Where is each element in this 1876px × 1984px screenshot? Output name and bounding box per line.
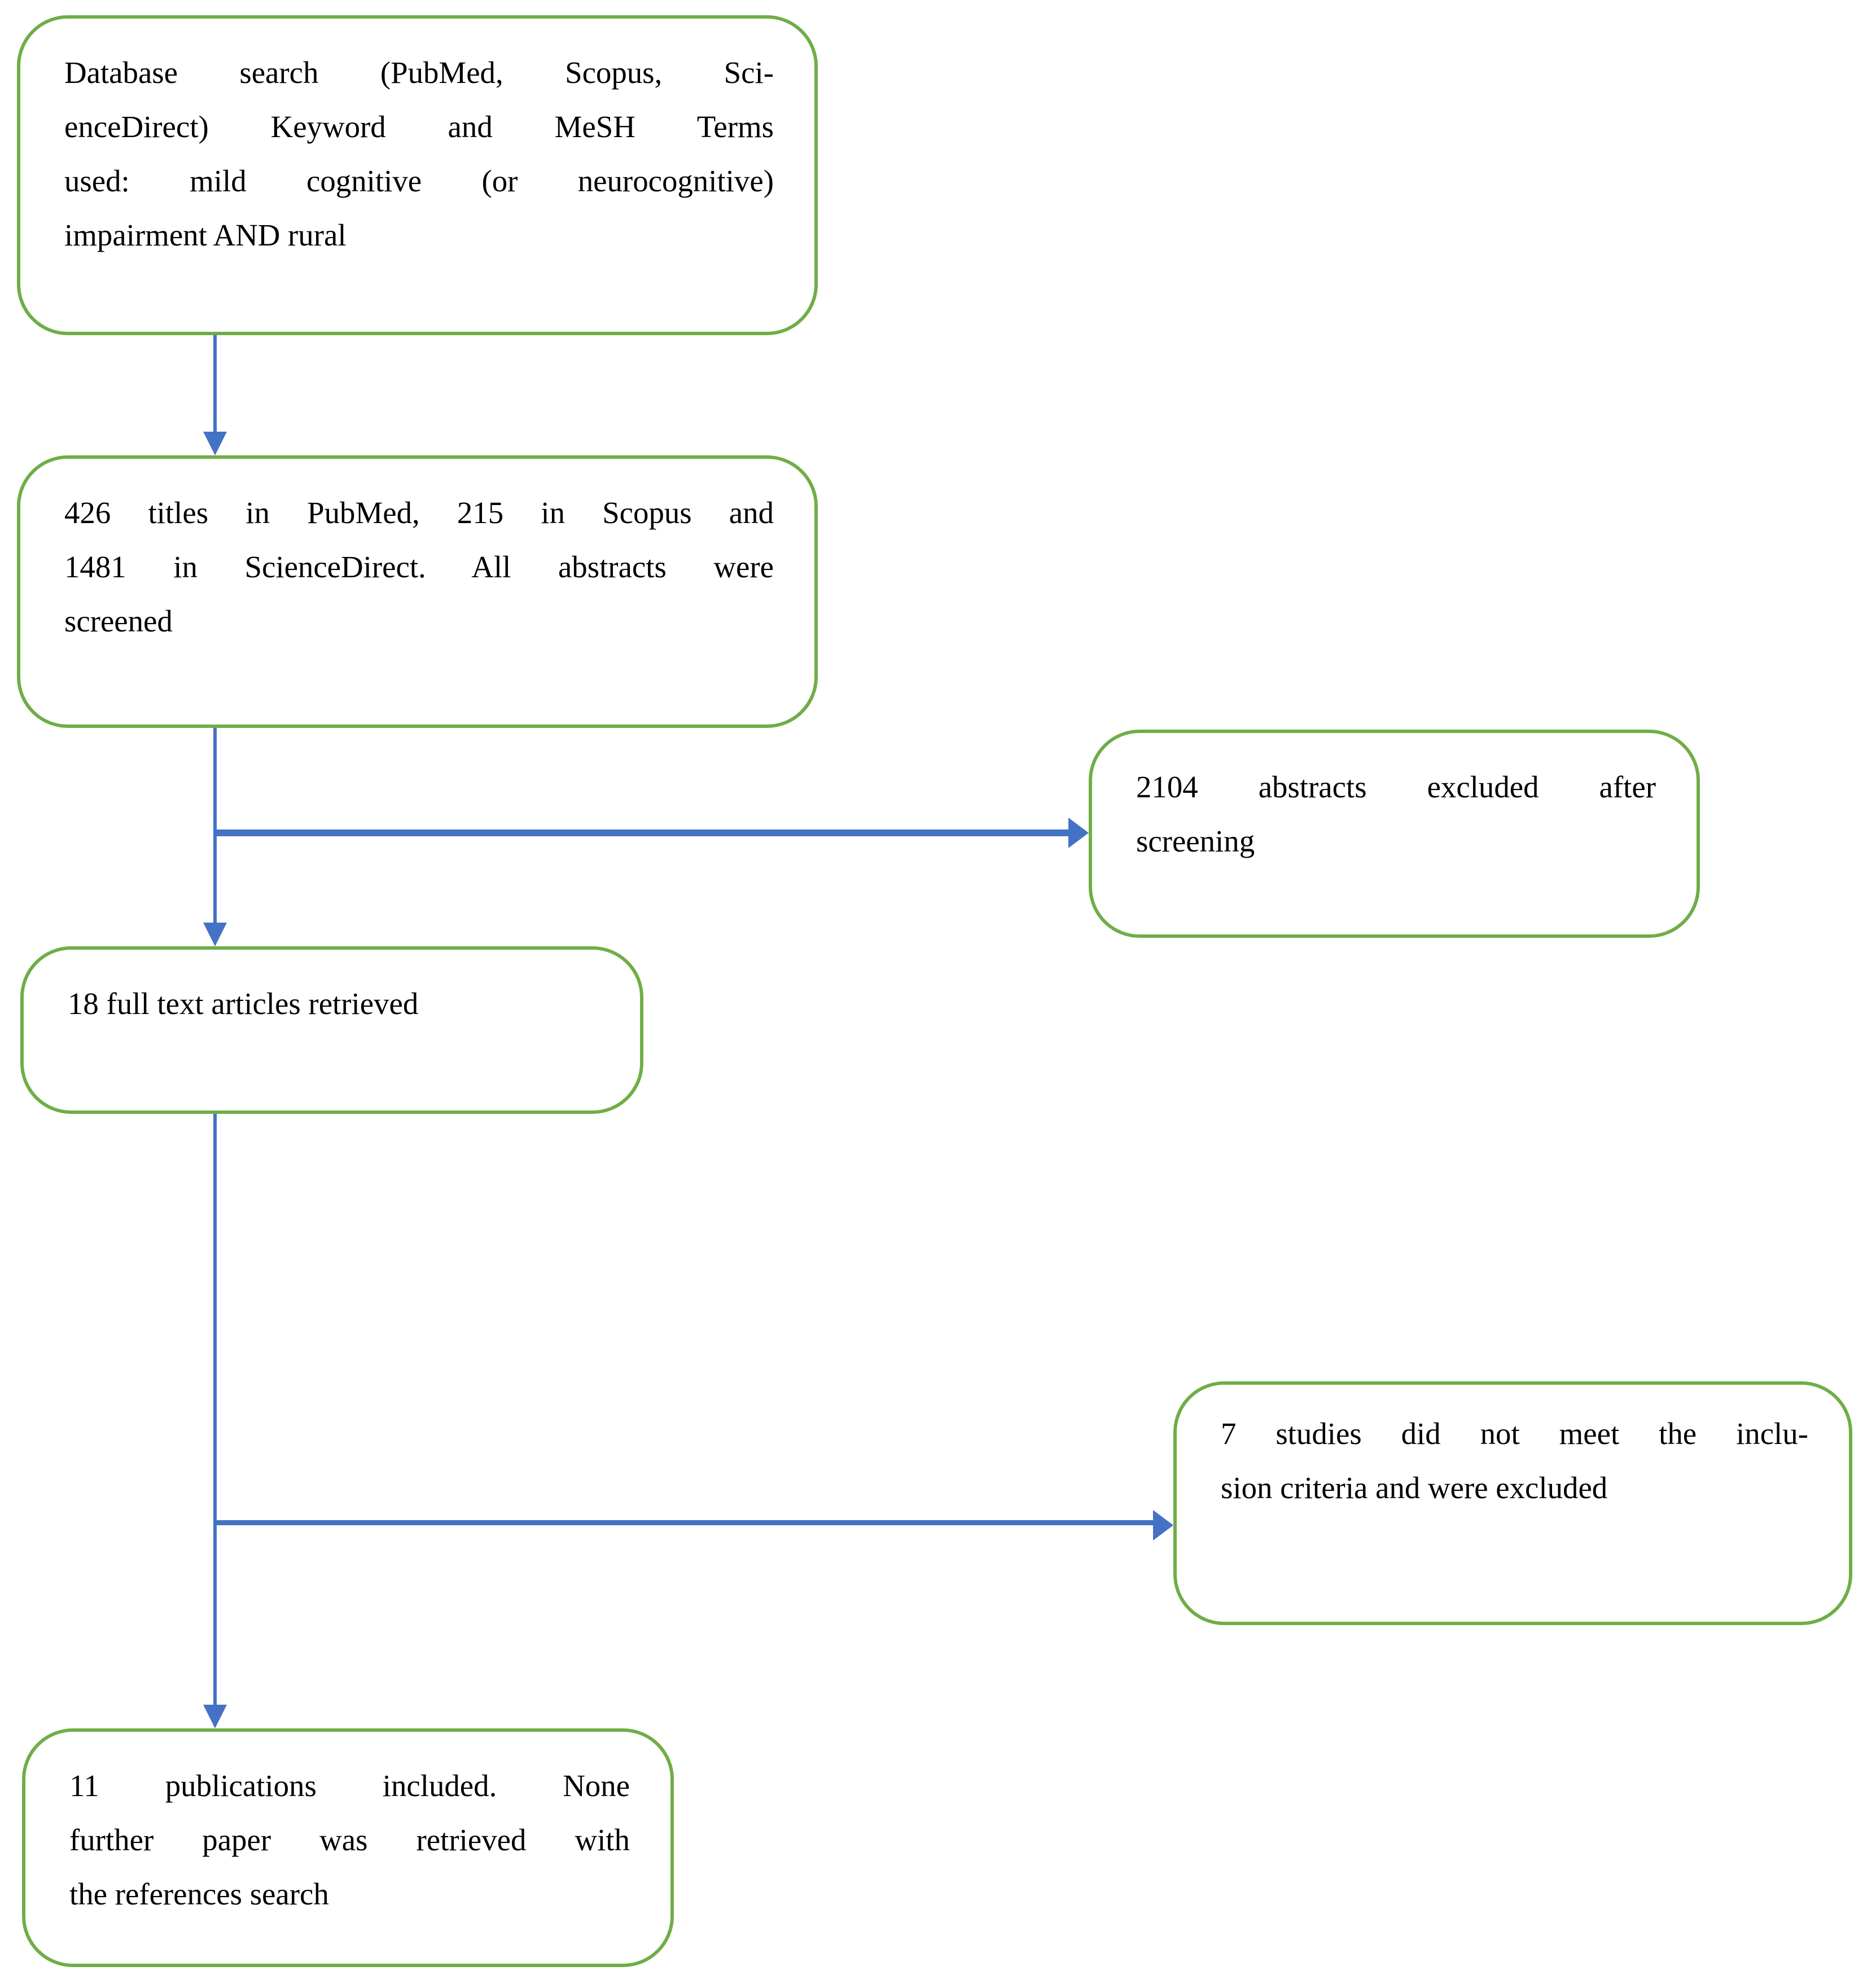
arrow-down-icon	[203, 1705, 227, 1728]
connector-titles-to-fulltext-line	[213, 728, 217, 923]
branch-to-studies-excluded-line	[215, 1520, 1155, 1525]
text-line: 18 full text articles retrieved	[68, 987, 419, 1021]
arrow-right-icon	[1068, 818, 1089, 848]
connector-search-to-titles-line	[213, 335, 217, 432]
text-line: 7 studies did not meet the inclu-	[1221, 1417, 1808, 1451]
text-line: 2104 abstracts excluded after	[1136, 770, 1656, 804]
text-line: impairment AND rural	[64, 218, 347, 252]
text-line: sion criteria and were excluded	[1221, 1471, 1608, 1505]
arrow-down-icon	[203, 432, 227, 455]
text-line: used: mild cognitive (or neurocognitive)	[64, 164, 774, 198]
node-fulltext-retrieved: 18 full text articles retrieved	[20, 946, 643, 1114]
text-line: further paper was retrieved with	[69, 1823, 630, 1857]
text-line: the references search	[69, 1877, 329, 1911]
text-line: Database search (PubMed, Scopus, Sci-	[64, 56, 774, 90]
node-studies-excluded: 7 studies did not meet the inclu-sion cr…	[1173, 1381, 1852, 1625]
arrow-down-icon	[203, 923, 227, 946]
node-abstracts-excluded: 2104 abstracts excluded after screening	[1089, 730, 1700, 938]
node-titles-screened: 426 titles in PubMed, 215 in Scopus and 1…	[17, 455, 818, 728]
connector-fulltext-to-included-line	[213, 1114, 217, 1705]
text-line: screened	[64, 604, 173, 638]
text-line: 11 publications included. None	[69, 1769, 630, 1803]
text-line: screening	[1136, 824, 1255, 858]
branch-to-abstracts-excluded-line	[215, 829, 1070, 836]
text-line: 426 titles in PubMed, 215 in Scopus and	[64, 496, 774, 530]
text-line: 1481 in ScienceDirect. All abstracts wer…	[64, 550, 774, 584]
node-database-search: Database search (PubMed, Scopus, Sci-enc…	[17, 15, 818, 335]
text-line: enceDirect) Keyword and MeSH Terms	[64, 110, 774, 144]
node-publications-included: 11 publications included. None further pa…	[22, 1728, 674, 1967]
arrow-right-icon	[1153, 1510, 1173, 1540]
